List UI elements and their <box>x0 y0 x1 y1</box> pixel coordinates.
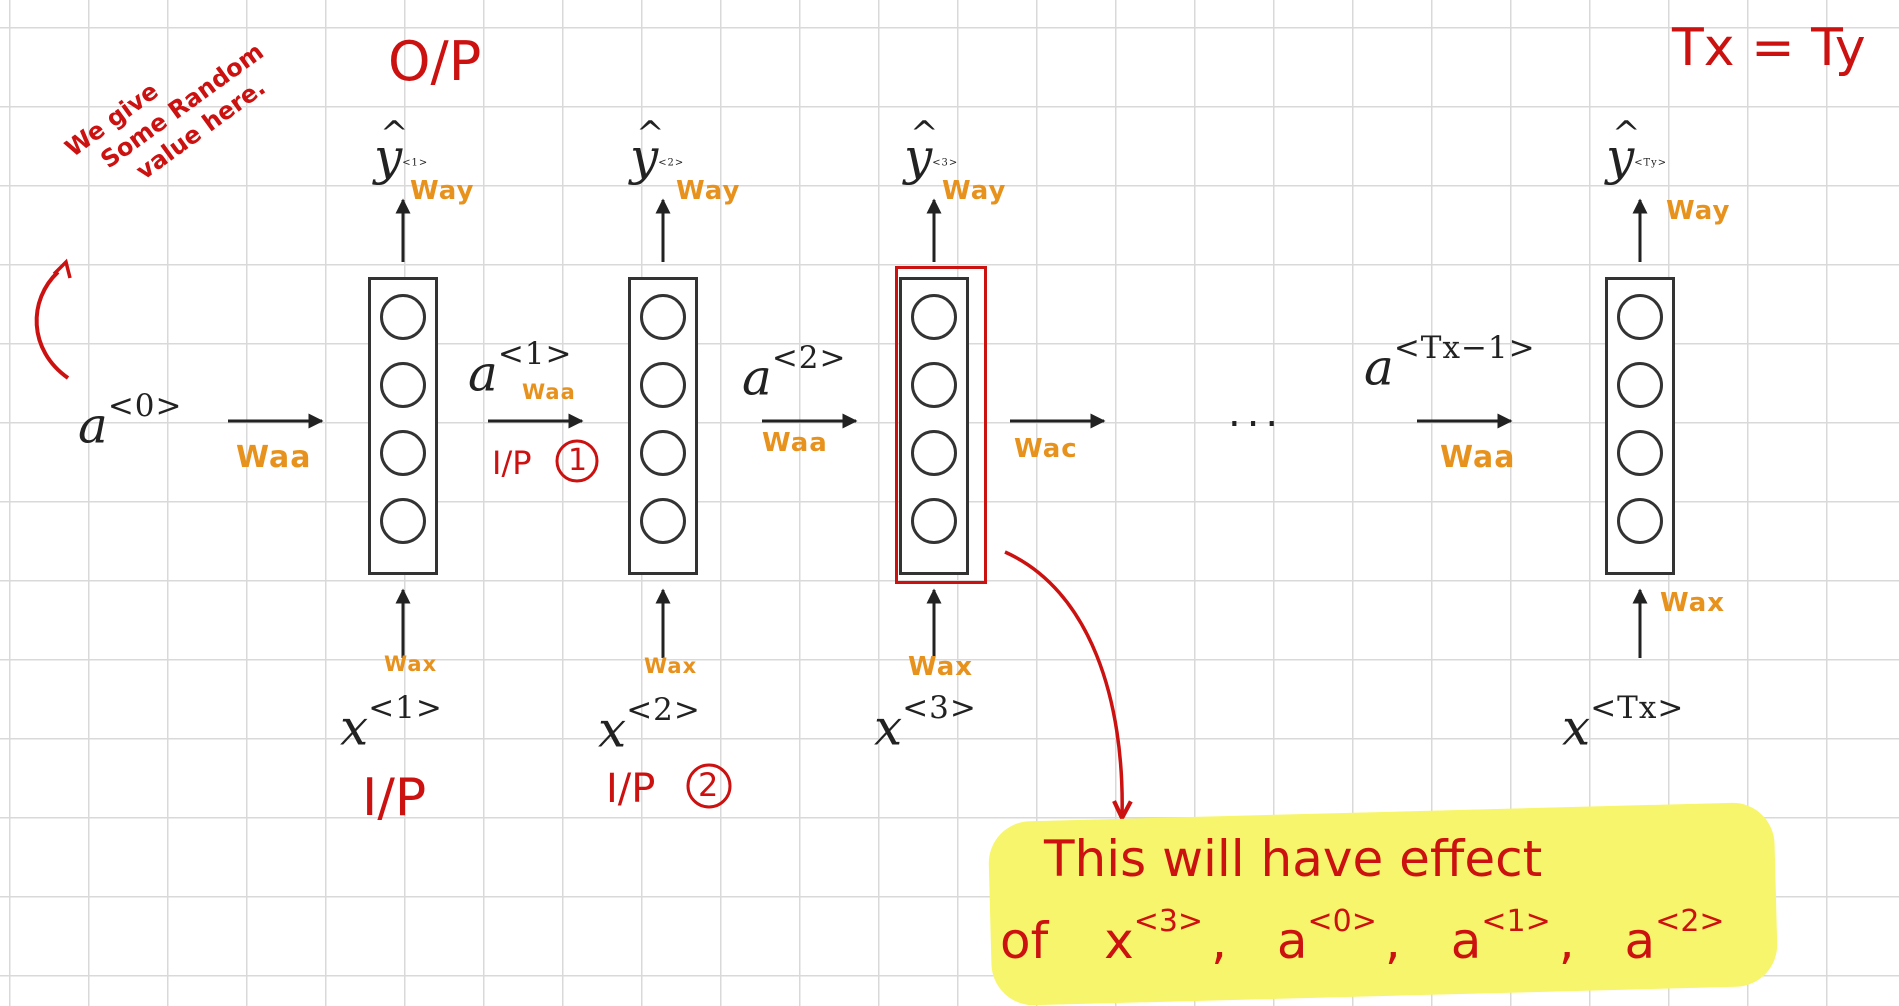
weight-wax-3: Wax <box>908 652 974 682</box>
neuron <box>380 430 426 476</box>
random-note-stroke <box>34 270 70 380</box>
neuron <box>911 430 957 476</box>
neuron <box>911 294 957 340</box>
input-x3: x<3> <box>874 690 977 757</box>
input-xtx: x<Tx> <box>1562 690 1685 757</box>
note-prefix: of <box>1000 912 1049 970</box>
neuron <box>911 362 957 408</box>
input-x2: x<2> <box>598 692 701 759</box>
note-term-a0: a<0> <box>1276 904 1377 970</box>
input-x1: x<1> <box>340 690 443 757</box>
activation-atx-1: a<Tx−1> <box>1364 330 1536 397</box>
activation-a1: a<1> <box>468 336 573 403</box>
weight-waa-1: Waa <box>522 380 576 404</box>
highlighted-cell-frame <box>895 266 987 584</box>
weight-wax-tx: Wax <box>1660 588 1726 618</box>
curved-arrow-red <box>1004 550 1122 818</box>
output-y2: ^y<2> <box>630 114 685 186</box>
note-term-x3: x<3> <box>1104 904 1204 970</box>
input-note-x1: I/P <box>362 768 427 828</box>
weight-way-1: Way <box>410 176 475 206</box>
input-note-1: I/P <box>492 444 532 482</box>
input-note-x2-number: 2 <box>698 766 719 804</box>
activation-a2: a<2> <box>742 340 847 407</box>
output-y3: ^y<3> <box>904 114 959 186</box>
rnn-cell-1 <box>368 277 438 575</box>
weight-way-ty: Way <box>1666 196 1731 226</box>
neuron <box>1617 498 1663 544</box>
note-separator: , <box>1384 912 1401 970</box>
rnn-cell-2 <box>628 277 698 575</box>
neuron <box>380 498 426 544</box>
note-term-a2: a<2> <box>1624 904 1725 970</box>
random-note-stroke-tip <box>52 258 72 279</box>
neuron <box>640 362 686 408</box>
note-line-2: of x<3>, a<0>, a<1>, a<2> <box>1000 904 1725 970</box>
weight-way-3: Way <box>942 176 1007 206</box>
neuron <box>380 362 426 408</box>
input-note-x2: I/P <box>606 766 656 812</box>
activation-a0: a<0> <box>78 388 183 455</box>
note-separator: , <box>1558 912 1575 970</box>
neuron <box>1617 294 1663 340</box>
note-separator: , <box>1211 912 1227 970</box>
note-line-1: This will have effect <box>1044 830 1543 888</box>
weight-wax-2: Wax <box>644 654 698 678</box>
rnn-cell-ty <box>1605 277 1675 575</box>
neuron <box>1617 430 1663 476</box>
neuron <box>1617 362 1663 408</box>
neuron <box>380 294 426 340</box>
ip1-circle <box>555 439 599 483</box>
weight-way-2: Way <box>676 176 741 206</box>
sequence-length-equation: Tx = Ty <box>1672 18 1866 78</box>
neuron <box>640 430 686 476</box>
weight-waa-0: Waa <box>236 440 312 475</box>
output-y1: ^y<1> <box>374 114 429 186</box>
ip2-circle <box>686 763 732 809</box>
weight-waa-tx: Waa <box>1440 440 1516 475</box>
neuron <box>640 498 686 544</box>
weight-waa-2: Waa <box>762 428 828 458</box>
weight-wac: Wac <box>1014 434 1078 464</box>
rnn-cell-3 <box>899 277 969 575</box>
input-note-1-number: 1 <box>568 443 588 478</box>
sequence-ellipsis: ... <box>1228 390 1285 436</box>
output-yty: ^y<Ty> <box>1606 114 1668 186</box>
output-label: O/P <box>388 30 482 93</box>
neuron <box>640 294 686 340</box>
weight-wax-1: Wax <box>384 652 438 676</box>
neuron <box>911 498 957 544</box>
note-term-a1: a<1> <box>1450 904 1551 970</box>
